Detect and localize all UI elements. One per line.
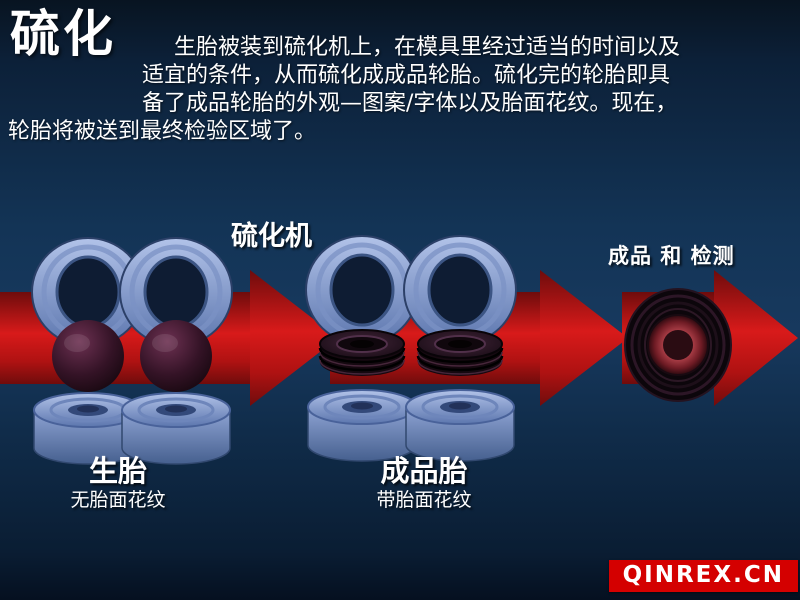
finished-tire-front-icon (624, 288, 732, 402)
finished-tire-stack-2 (404, 236, 516, 463)
intro-block: 硫化 生胎被装到硫化机上，在模具里经过适当的时间以及适宜的条件，从而硫化成成品轮… (8, 5, 684, 144)
machine-label: 硫化机 (231, 221, 312, 252)
flow-arrowhead-2 (540, 270, 628, 406)
raw-tire-stack-2 (120, 238, 232, 466)
stage2-label-block: 成品胎 带胎面花纹 (334, 455, 514, 512)
stage2-sublabel: 带胎面花纹 (376, 489, 472, 511)
description-text: 生胎被装到硫化机上，在模具里经过适当的时间以及适宜的条件，从而硫化成成品轮胎。硫… (8, 35, 681, 144)
qinrex-logo: QINREX.CN (608, 560, 798, 592)
raw-tire-stack-1 (32, 238, 144, 466)
stage1-sublabel: 无胎面花纹 (70, 489, 166, 511)
flow-arrowhead-3 (714, 270, 798, 406)
finished-tire-stack-1 (306, 236, 418, 463)
stage1-label-block: 生胎 无胎面花纹 (28, 455, 208, 512)
flow-arrowhead-1 (250, 270, 338, 406)
inspection-label: 成品 和 检测 (608, 244, 735, 268)
stage1-label: 生胎 (88, 454, 147, 488)
page-title: 硫化 (10, 5, 116, 63)
stage2-label: 成品胎 (380, 454, 468, 488)
